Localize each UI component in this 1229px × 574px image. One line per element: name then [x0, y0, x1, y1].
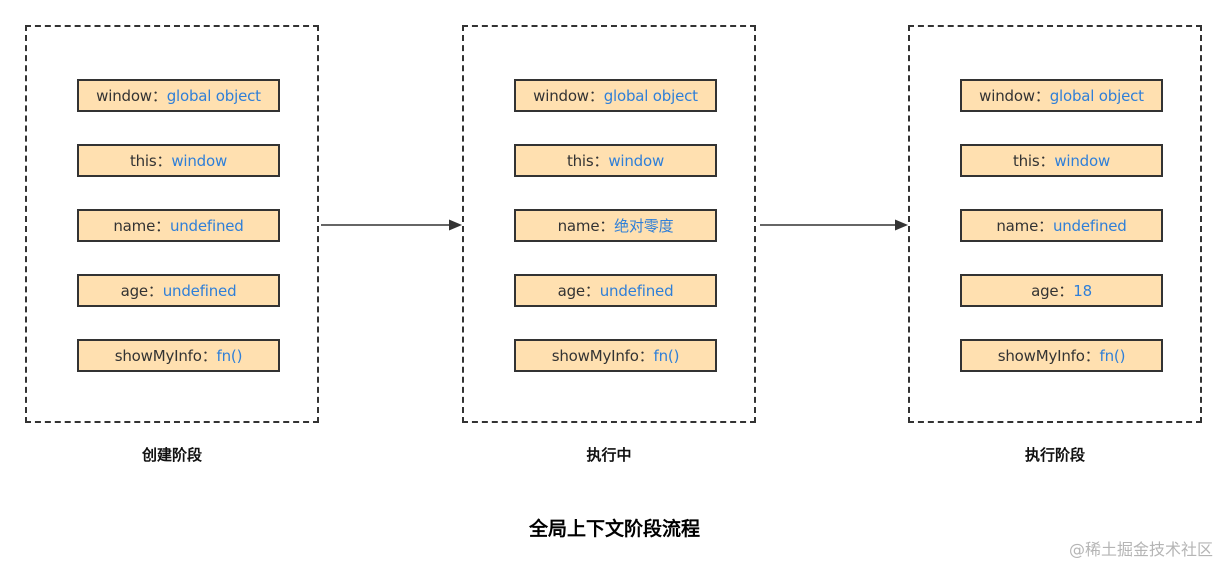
var-key: name — [557, 216, 600, 235]
var-value: window — [171, 151, 228, 170]
var-key: name — [996, 216, 1039, 235]
watermark: @稀土掘金技术社区 — [1068, 540, 1213, 559]
stage-panel-executed: window：global object this：window name：un… — [908, 25, 1202, 423]
var-key: this — [1012, 151, 1040, 170]
var-separator: ： — [593, 152, 609, 170]
var-separator: ： — [156, 152, 172, 170]
var-key: age — [1031, 281, 1059, 300]
var-box-name: name：undefined — [960, 209, 1163, 242]
var-key: this — [129, 151, 157, 170]
var-value: undefined — [162, 281, 237, 300]
var-separator: ： — [1039, 152, 1055, 170]
var-box-age: age：18 — [960, 274, 1163, 307]
var-separator: ： — [155, 217, 170, 235]
var-box-name: name：绝对零度 — [514, 209, 717, 242]
var-key: age — [557, 281, 586, 300]
var-separator: ： — [1084, 347, 1100, 365]
var-box-this: this：window — [77, 144, 280, 177]
var-key: showMyInfo — [551, 346, 639, 365]
var-value: undefined — [1052, 216, 1127, 235]
var-box-age: age：undefined — [514, 274, 717, 307]
var-key: window — [533, 86, 589, 105]
var-box-age: age：undefined — [77, 274, 280, 307]
var-box-window: window：global object — [960, 79, 1163, 112]
var-separator: ： — [1058, 282, 1074, 300]
var-value: fn() — [1099, 346, 1126, 365]
var-box-showmyinfo: showMyInfo：fn() — [960, 339, 1163, 372]
var-box-this: this：window — [514, 144, 717, 177]
stage-panel-create: window：global object this：window name：un… — [25, 25, 319, 423]
arrow-executing-to-executed — [760, 219, 908, 231]
var-value: fn() — [216, 346, 243, 365]
var-key: this — [566, 151, 594, 170]
var-separator: ： — [201, 347, 217, 365]
var-separator: ： — [588, 87, 604, 105]
var-key: showMyInfo — [114, 346, 202, 365]
var-box-window: window：global object — [514, 79, 717, 112]
var-key: window — [979, 86, 1035, 105]
var-separator: ： — [1038, 217, 1053, 235]
var-separator: ： — [584, 282, 600, 300]
var-value: fn() — [653, 346, 680, 365]
var-value: undefined — [599, 281, 674, 300]
stage-panel-executing: window：global object this：window name：绝对… — [462, 25, 756, 423]
var-value: undefined — [169, 216, 244, 235]
stage-label-executing: 执行中 — [586, 446, 632, 464]
var-box-window: window：global object — [77, 79, 280, 112]
var-value: 绝对零度 — [614, 217, 674, 235]
var-box-name: name：undefined — [77, 209, 280, 242]
var-box-showmyinfo: showMyInfo：fn() — [514, 339, 717, 372]
var-box-showmyinfo: showMyInfo：fn() — [77, 339, 280, 372]
var-separator: ： — [147, 282, 163, 300]
var-box-this: this：window — [960, 144, 1163, 177]
var-value: global object — [166, 86, 261, 105]
stage-label-executed: 执行阶段 — [1024, 446, 1085, 464]
var-separator: ： — [151, 87, 167, 105]
arrow-create-to-executing — [321, 219, 462, 231]
var-value: global object — [1049, 86, 1144, 105]
var-value: window — [608, 151, 665, 170]
var-value: 18 — [1073, 281, 1092, 300]
var-key: name — [113, 216, 156, 235]
var-value: global object — [603, 86, 698, 105]
var-key: window — [96, 86, 152, 105]
diagram-title: 全局上下文阶段流程 — [528, 518, 700, 540]
var-separator: ： — [599, 217, 615, 235]
var-key: age — [120, 281, 149, 300]
stage-label-create: 创建阶段 — [141, 446, 202, 464]
var-key: showMyInfo — [997, 346, 1085, 365]
var-separator: ： — [638, 347, 654, 365]
var-value: window — [1054, 151, 1111, 170]
var-separator: ： — [1034, 87, 1050, 105]
